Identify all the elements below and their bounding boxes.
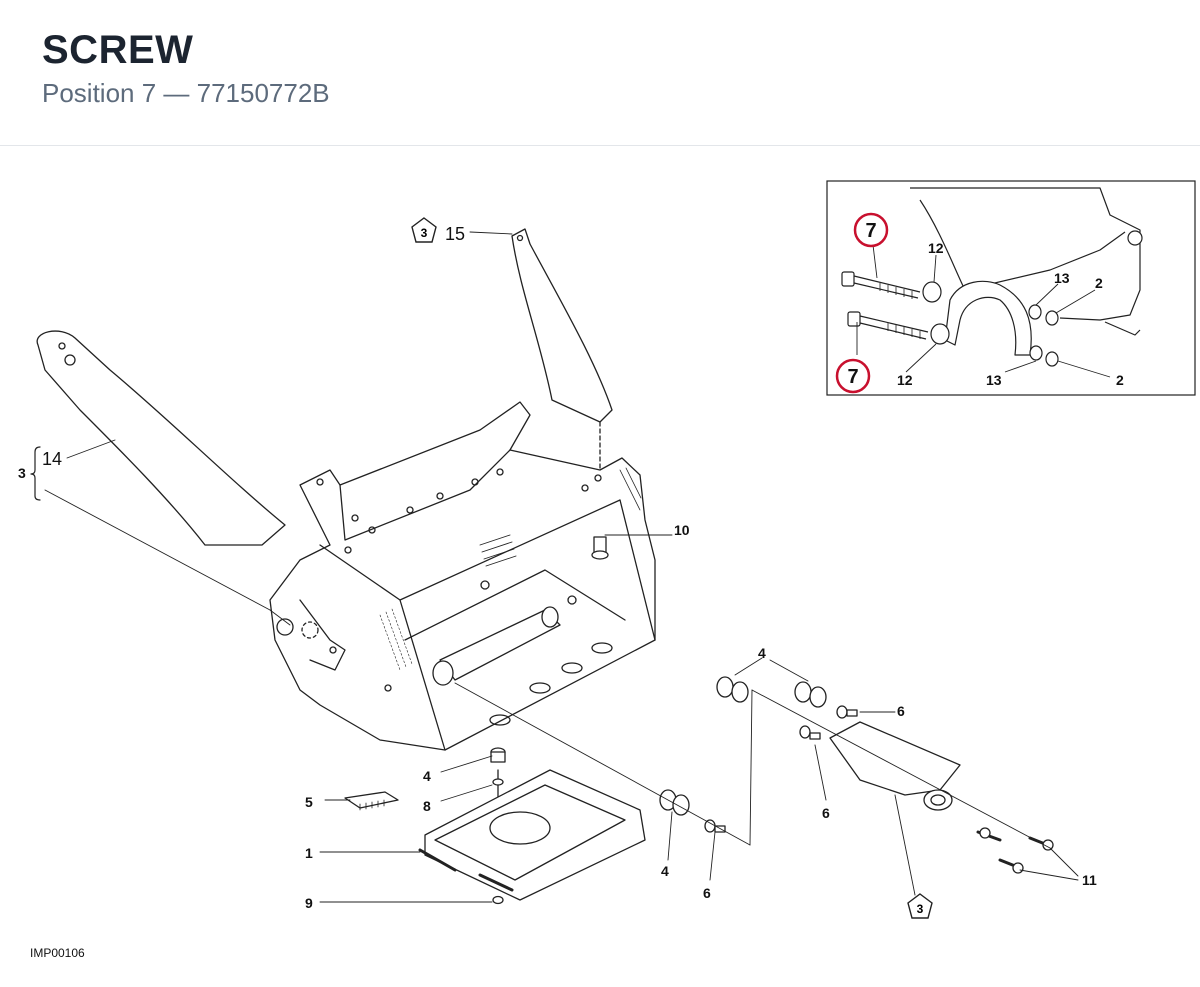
part-11-bolts xyxy=(976,827,1054,874)
highlight-circle-7b xyxy=(835,358,871,394)
label-15: 15 xyxy=(445,224,465,244)
page-title: SCREW xyxy=(42,28,194,72)
label-13b: 13 xyxy=(986,372,1002,388)
label-12a: 12 xyxy=(928,240,944,256)
part-4-8-stack xyxy=(490,747,506,811)
page-subtitle: Position 7 — 77150772B xyxy=(42,78,330,108)
label-7b: 7 xyxy=(847,366,858,388)
inset-detail: 7 7 12 12 13 13 2 2 xyxy=(826,180,1196,396)
label-4b: 4 xyxy=(758,645,766,661)
brace-3 xyxy=(30,446,41,501)
leader-lines xyxy=(66,231,1079,903)
label-7a: 7 xyxy=(865,220,876,242)
label-11: 11 xyxy=(1082,872,1097,888)
label-1: 1 xyxy=(305,845,313,861)
label-4c: 4 xyxy=(661,863,669,879)
part-5-connector xyxy=(344,791,399,811)
svg-text:3: 3 xyxy=(421,226,428,240)
label-13a: 13 xyxy=(1054,270,1070,286)
label-6c: 6 xyxy=(703,885,711,901)
label-2a: 2 xyxy=(1095,275,1103,291)
page-header: SCREW Position 7 — 77150772B xyxy=(0,0,1200,146)
label-2b: 2 xyxy=(1116,372,1124,388)
assembly-lines xyxy=(44,489,1051,849)
label-9: 9 xyxy=(305,895,313,911)
part-4-dampers-right xyxy=(659,676,827,816)
part-labels: 15 14 3 10 4 8 5 1 9 4 6 6 4 6 11 xyxy=(18,224,1097,911)
image-code: IMP00106 xyxy=(30,946,85,960)
part-6-screws xyxy=(704,705,858,833)
label-12b: 12 xyxy=(897,372,913,388)
exploded-parts-diagram: 3 3 15 14 3 10 4 8 5 1 9 4 6 6 4 6 11 xyxy=(18,180,1196,919)
main-frame xyxy=(269,401,656,751)
highlight-circle-7a xyxy=(853,212,889,248)
label-6a: 6 xyxy=(897,703,905,719)
label-8: 8 xyxy=(423,798,431,814)
part-14-strap xyxy=(36,330,286,546)
label-5: 5 xyxy=(305,794,313,810)
label-10: 10 xyxy=(674,522,690,538)
part-15-bracket xyxy=(511,228,613,481)
label-3: 3 xyxy=(18,465,26,481)
label-14: 14 xyxy=(42,449,62,469)
pentagon-callout-3-bottom: 3 xyxy=(907,893,933,919)
label-4a: 4 xyxy=(423,768,431,784)
part-10-bolt xyxy=(591,536,609,560)
pentagon-callout-3-top: 3 xyxy=(411,217,437,243)
part-1-ecu xyxy=(418,769,646,905)
svg-text:3: 3 xyxy=(917,902,924,916)
part-3-bracket-right xyxy=(829,721,961,811)
label-6b: 6 xyxy=(822,805,830,821)
